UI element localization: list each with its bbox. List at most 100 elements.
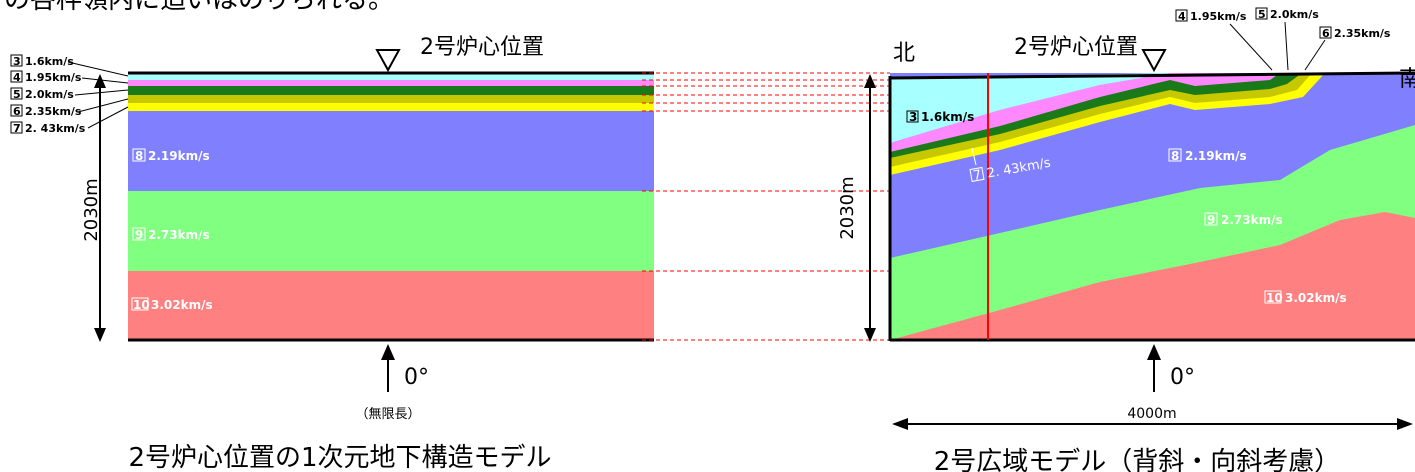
right-width-label: 4000m <box>1127 406 1176 422</box>
right-layer-6 <box>890 73 1312 167</box>
left-incidence-arrow-head-icon <box>381 344 395 360</box>
leader-line <box>67 61 129 77</box>
num-box <box>10 121 23 134</box>
right-label-10-num: 10 <box>1266 291 1283 305</box>
right-label-9: 9 2.73km/s <box>1204 212 1283 227</box>
num-box <box>132 227 146 241</box>
left-label-5-vel: 2.0km/s <box>25 88 74 101</box>
left-label-9-num: 9 <box>135 228 143 242</box>
left-label-3-vel: 1.6km/s <box>25 55 74 68</box>
leader-line <box>74 89 129 96</box>
leader-line <box>971 147 977 166</box>
right-label-9-vel: 2.73km/s <box>1221 213 1283 227</box>
right-site-marker-icon <box>1141 49 1167 73</box>
right-caption: 2号広域モデル（背斜・向斜考慮） <box>934 447 1341 472</box>
header-fragment: の各枠領内に追いはのりられる。 <box>4 0 394 15</box>
num-box <box>10 70 23 83</box>
leader-line <box>1304 39 1326 71</box>
num-box <box>1264 290 1282 304</box>
left-model: 2号炉心位置 2030m 3 1.6km/s 4 1.95km/s 5 2.0k… <box>10 35 654 472</box>
right-label-9-num: 9 <box>1207 213 1215 227</box>
left-label-6-vel: 2.35km/s <box>25 105 82 118</box>
num-box <box>10 87 23 100</box>
left-label-10-num: 10 <box>133 298 150 312</box>
num-box <box>969 166 985 182</box>
left-site-marker-icon <box>375 49 401 73</box>
leader-line <box>87 106 129 129</box>
num-box <box>10 54 23 67</box>
right-label-7-num: 7 <box>972 168 983 184</box>
right-label-6-num: 6 <box>1322 27 1330 40</box>
right-layer-4 <box>890 73 1280 152</box>
right-north-label: 北 <box>893 41 915 66</box>
num-box <box>1168 148 1182 162</box>
left-layer-5 <box>128 86 654 95</box>
right-width-arrow-left-icon <box>892 418 908 430</box>
left-label-5: 5 2.0km/s <box>10 87 74 101</box>
left-label-4-vel: 1.95km/s <box>25 71 82 84</box>
left-label-8-num: 8 <box>135 149 143 163</box>
num-box <box>1204 212 1218 226</box>
left-depth-arrow-down-icon <box>94 328 106 342</box>
num-box <box>131 297 149 311</box>
left-top-label: 2号炉心位置 <box>420 35 544 60</box>
left-label-7-num: 7 <box>13 122 21 135</box>
left-label-3: 3 1.6km/s <box>10 54 74 68</box>
right-width-arrow-right-icon <box>1397 418 1413 430</box>
left-label-10: 10 3.02km/s <box>131 297 213 312</box>
right-model-layers <box>890 73 1415 340</box>
left-label-3-num: 3 <box>13 55 21 68</box>
num-box <box>10 104 23 117</box>
left-label-9-vel: 2.73km/s <box>148 228 210 242</box>
right-depth-arrow-up-icon <box>864 74 876 88</box>
right-label-10: 10 3.02km/s <box>1264 290 1347 305</box>
right-depth-arrow-down-icon <box>864 328 876 342</box>
left-layer-6 <box>128 95 654 103</box>
right-label-6: 6 2.35km/s <box>1319 26 1391 40</box>
left-small-layer-labels: 3 1.6km/s 4 1.95km/s 5 2.0km/s 6 2.35km/… <box>10 54 129 135</box>
right-layer-10 <box>890 212 1415 340</box>
right-label-4: 4 1.95km/s <box>1175 9 1247 23</box>
right-label-4-vel: 1.95km/s <box>1190 10 1247 23</box>
left-caption: 2号炉心位置の1次元地下構造モデル <box>128 443 551 472</box>
left-label-10-vel: 3.02km/s <box>151 298 213 312</box>
left-angle-label: 0° <box>404 365 429 390</box>
right-model: 2号炉心位置 北 南 2030m 4 1.95km/s 5 2.0km/s 6 … <box>837 7 1415 472</box>
right-label-3-vel: 1.6km/s <box>921 110 974 124</box>
right-label-3: 3 1.6km/s <box>906 110 974 124</box>
right-depth-label: 2030m <box>837 176 858 239</box>
right-top-label: 2号炉心位置 <box>1014 35 1138 60</box>
right-label-5-num: 5 <box>1258 8 1266 21</box>
right-angle-label: 0° <box>1170 365 1195 390</box>
left-layer-8 <box>128 111 654 191</box>
right-label-8-num: 8 <box>1171 149 1179 163</box>
leader-line <box>77 98 129 113</box>
right-layer-3 <box>890 73 1170 143</box>
right-incidence-arrow-head-icon <box>1147 344 1161 360</box>
left-label-4-num: 4 <box>13 71 21 84</box>
right-label-6-vel: 2.35km/s <box>1334 27 1391 40</box>
left-label-7: 7 2. 43km/s <box>10 121 86 135</box>
correspondence-guides <box>642 72 890 341</box>
left-label-4: 4 1.95km/s <box>10 70 82 84</box>
left-label-8-vel: 2.19km/s <box>148 149 210 163</box>
num-box <box>1255 7 1268 20</box>
left-depth-arrow-up-icon <box>94 74 106 88</box>
right-label-8: 8 2.19km/s <box>1168 148 1247 163</box>
right-label-5-vel: 2.0km/s <box>1270 8 1319 21</box>
right-label-3-num: 3 <box>909 110 917 124</box>
right-label-8-vel: 2.19km/s <box>1185 149 1247 163</box>
right-layer-5 <box>890 73 1302 158</box>
right-label-10-vel: 3.02km/s <box>1285 291 1347 305</box>
right-label-4-num: 4 <box>1178 10 1186 23</box>
left-label-6-num: 6 <box>13 105 21 118</box>
left-depth-label: 2030m <box>81 178 102 241</box>
num-box <box>1319 26 1332 39</box>
left-layer-9 <box>128 191 654 271</box>
right-south-label: 南 <box>1399 67 1415 92</box>
left-infinite-label: （無限長） <box>355 407 420 422</box>
num-box <box>906 110 919 123</box>
num-box <box>1175 9 1188 22</box>
left-layer-7 <box>128 103 654 111</box>
